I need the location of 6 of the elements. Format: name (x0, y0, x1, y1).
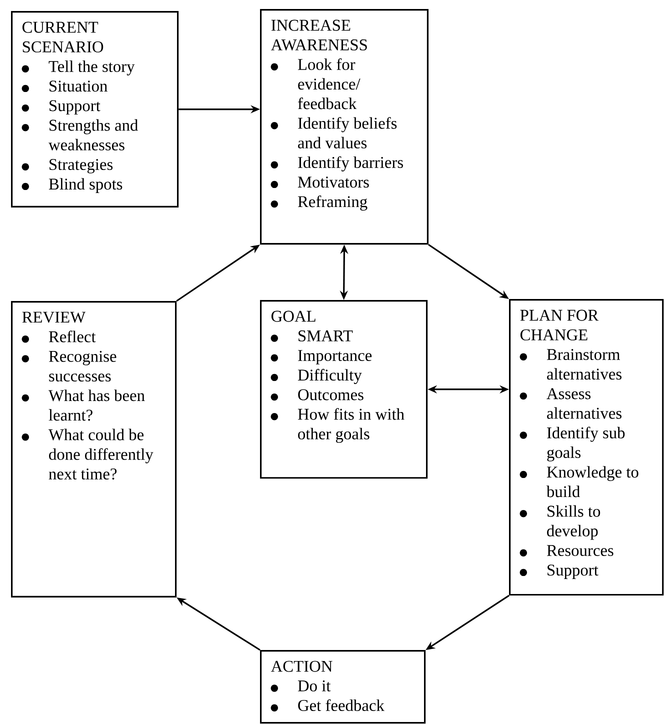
text-box: INCREASE AWARENESS Look for evidence/ feedback Identify beliefs and values Identify barriers Motivators Reframing (260, 9, 429, 245)
text-box: CURRENT SCENARIO Tell the story Situation Support Strengths and weaknesses Strategies Blind spots (11, 11, 179, 208)
text-box: REVIEW Reflect Recognise successes What has been learnt? What could be done differently next time? (11, 301, 177, 598)
text-box: GOAL SMART Importance Difficulty Outcomes How fits in with other goals (260, 300, 428, 479)
text-box: PLAN FOR CHANGE Brainstorm alternatives Assess alternatives Identify sub goals Knowledge to build Skills to develop Resources Support (509, 299, 664, 596)
text-box: ACTION Do it Get feedback (260, 650, 426, 724)
